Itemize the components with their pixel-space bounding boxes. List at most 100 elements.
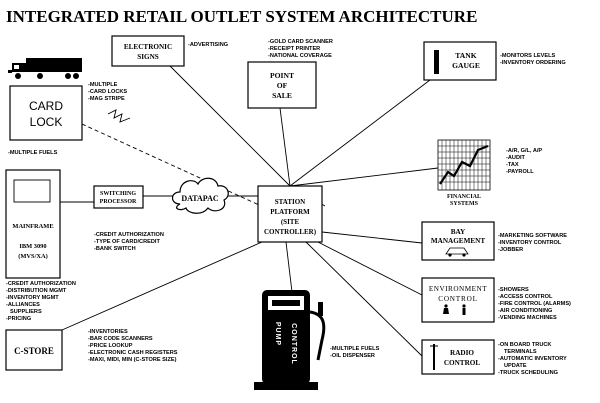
radio-note-2: TERMINALS <box>504 349 537 355</box>
switching-processor-node: SWITCHING PROCESSOR <box>93 185 144 209</box>
environment-control-node: ENVIRONMENT CONTROL -SHOWERS -ACCESS CON… <box>421 277 571 323</box>
radio-control-box <box>421 339 495 375</box>
datapac-note-3: -BANK SWITCH <box>94 246 136 252</box>
card-lock-label-1: CARD <box>29 99 63 113</box>
radio-control-label-1: RADIO <box>450 349 474 357</box>
connector-c-store <box>61 241 263 331</box>
tank-icon <box>434 50 439 74</box>
connector-electronic-signs <box>167 63 291 187</box>
connector-pump-control <box>285 241 293 293</box>
environment-control-label-2: CONTROL <box>438 295 478 303</box>
radio-note-3: -AUTOMATIC INVENTORY <box>498 356 567 362</box>
bay-management-node: BAY MANAGEMENT -MARKETING SOFTWARE -INVE… <box>421 221 567 261</box>
electronic-signs-node: ELECTRONIC SIGNS -ADVERTISING <box>111 35 228 67</box>
financial-systems-label-2: SYSTEMS <box>450 201 479 207</box>
mainframe-label-3: (MVS/XA) <box>18 253 47 260</box>
point-of-sale-label-3: SALE <box>272 91 292 100</box>
mainframe-note-4: -ALLIANCES <box>6 302 40 308</box>
card-lock-note-3: -MAG STRIPE <box>88 96 125 102</box>
card-lock-node: CARD LOCK -MULTIPLE -CARD LOCKS -MAG STR… <box>8 82 127 156</box>
environment-note-5: -VENDING MACHINES <box>498 315 557 321</box>
mainframe-node: MAINFRAME IBM 3090 (MVS/XA) -CREDIT AUTH… <box>5 169 76 322</box>
c-store-note-2: -BAR CODE SCANNERS <box>88 336 153 342</box>
environment-note-1: -SHOWERS <box>498 287 529 293</box>
mainframe-note-2: -DISTRIBUTION MGMT <box>6 288 67 294</box>
point-of-sale-note-3: -NATIONAL COVERAGE <box>268 53 332 59</box>
financial-note-4: -PAYROLL <box>506 169 534 175</box>
station-platform-box <box>257 185 323 243</box>
environment-note-3: -FIRE CONTROL (ALARMS) <box>498 301 571 307</box>
pump-control-label-2: CONTROL <box>290 323 297 365</box>
point-of-sale-box <box>247 61 317 109</box>
radio-note-5: -TRUCK SCHEDULING <box>498 370 558 376</box>
mainframe-label-1: MAINFRAME <box>12 223 53 230</box>
mainframe-note-5: SUPPLIERS <box>10 309 42 315</box>
cloud-icon <box>171 177 229 214</box>
environment-note-4: -AIR CONDITIONING <box>498 308 552 314</box>
point-of-sale-node: POINT OF SALE -GOLD CARD SCANNER -RECEIP… <box>247 39 333 109</box>
bay-management-note-1: -MARKETING SOFTWARE <box>498 233 567 239</box>
radio-control-label-2: CONTROL <box>444 359 481 367</box>
electronic-signs-box <box>111 35 185 67</box>
c-store-node: C-STORE -INVENTORIES -BAR CODE SCANNERS … <box>5 329 178 371</box>
financial-note-3: -TAX <box>506 162 519 168</box>
datapac-note-1: -CREDIT AUTHORIZATION <box>94 232 164 238</box>
connector-environment-control <box>313 239 423 296</box>
bay-management-note-2: -INVENTORY CONTROL <box>498 240 562 246</box>
mainframe-note-6: -PRICING <box>6 316 31 322</box>
car-icon <box>445 247 469 257</box>
gas-pump-icon <box>254 290 326 390</box>
electronic-signs-note-1: -ADVERTISING <box>188 42 228 48</box>
antenna-icon <box>430 344 438 370</box>
connectors <box>60 63 439 357</box>
financial-systems-label-1: FINANCIAL <box>447 194 481 200</box>
diagram-title: INTEGRATED RETAIL OUTLET SYSTEM ARCHITEC… <box>6 7 477 26</box>
electronic-signs-label-2: SIGNS <box>137 53 159 61</box>
pump-control-node: PUMP CONTROL -MULTIPLE FUELS -OIL DISPEN… <box>254 290 380 390</box>
point-of-sale-note-1: -GOLD CARD SCANNER <box>268 39 333 45</box>
mainframe-note-3: -INVENTORY MGMT <box>6 295 59 301</box>
datapac-note-2: -TYPE OF CARD/CREDIT <box>94 239 160 245</box>
tank-gauge-node: TANK GAUGE -MONITORS LEVELS -INVENTORY O… <box>423 41 566 81</box>
connector-tank-gauge <box>289 79 431 187</box>
card-lock-label-2: LOCK <box>30 115 63 129</box>
tank-gauge-note-1: -MONITORS LEVELS <box>500 53 555 59</box>
card-lock-box <box>9 85 83 141</box>
electronic-signs-label-1: ELECTRONIC <box>124 43 172 51</box>
station-platform-node: STATION PLATFORM (SITE CONTROLLER) <box>257 185 323 243</box>
financial-note-1: -A/R, G/L, A/P <box>506 148 542 154</box>
mainframe-note-1: -CREDIT AUTHORIZATION <box>6 281 76 287</box>
station-platform-label-3: (SITE <box>281 218 300 226</box>
point-of-sale-label-1: POINT <box>270 71 294 80</box>
connector-radio-control <box>305 241 423 357</box>
station-platform-label-1: STATION <box>275 198 305 206</box>
bar-chart-icon <box>437 139 491 191</box>
pump-control-note-1: -MULTIPLE FUELS <box>330 346 380 352</box>
radio-note-1: -ON BOARD TRUCK <box>498 342 551 348</box>
mainframe-screen <box>13 179 51 203</box>
c-store-label: C-STORE <box>14 346 54 356</box>
card-lock-link <box>107 109 131 123</box>
point-of-sale-note-2: -RECEIPT PRINTER <box>268 46 320 52</box>
card-lock-note-1: -MULTIPLE <box>88 82 118 88</box>
c-store-note-5: -MAXI, MIDI, MIN (C-STORE SIZE) <box>88 357 177 363</box>
bay-management-label-2: MANAGEMENT <box>431 237 486 245</box>
tank-gauge-label-1: TANK <box>455 51 476 60</box>
people-icon <box>443 304 466 315</box>
datapac-node: DATAPAC -CREDIT AUTHORIZATION -TYPE OF C… <box>94 177 229 252</box>
datapac-label: DATAPAC <box>181 194 219 203</box>
pump-control-label-1: PUMP <box>274 322 281 346</box>
c-store-box <box>5 329 63 371</box>
financial-systems-node: FINANCIAL SYSTEMS -A/R, G/L, A/P -AUDIT … <box>437 139 542 207</box>
mainframe-label-2: IBM 3090 <box>19 243 46 250</box>
truck-icon <box>8 58 82 79</box>
station-platform-label-2: PLATFORM <box>270 208 310 216</box>
financial-note-2: -AUDIT <box>506 155 526 161</box>
tank-gauge-note-2: -INVENTORY ORDERING <box>500 60 566 66</box>
tank-gauge-label-2: GAUGE <box>452 61 480 70</box>
pump-control-note-2: -OIL DISPENSER <box>330 353 375 359</box>
switching-processor-label-2: PROCESSOR <box>100 199 137 205</box>
connector-bay-management <box>321 231 423 244</box>
bay-management-note-3: -JOBBER <box>498 247 523 253</box>
